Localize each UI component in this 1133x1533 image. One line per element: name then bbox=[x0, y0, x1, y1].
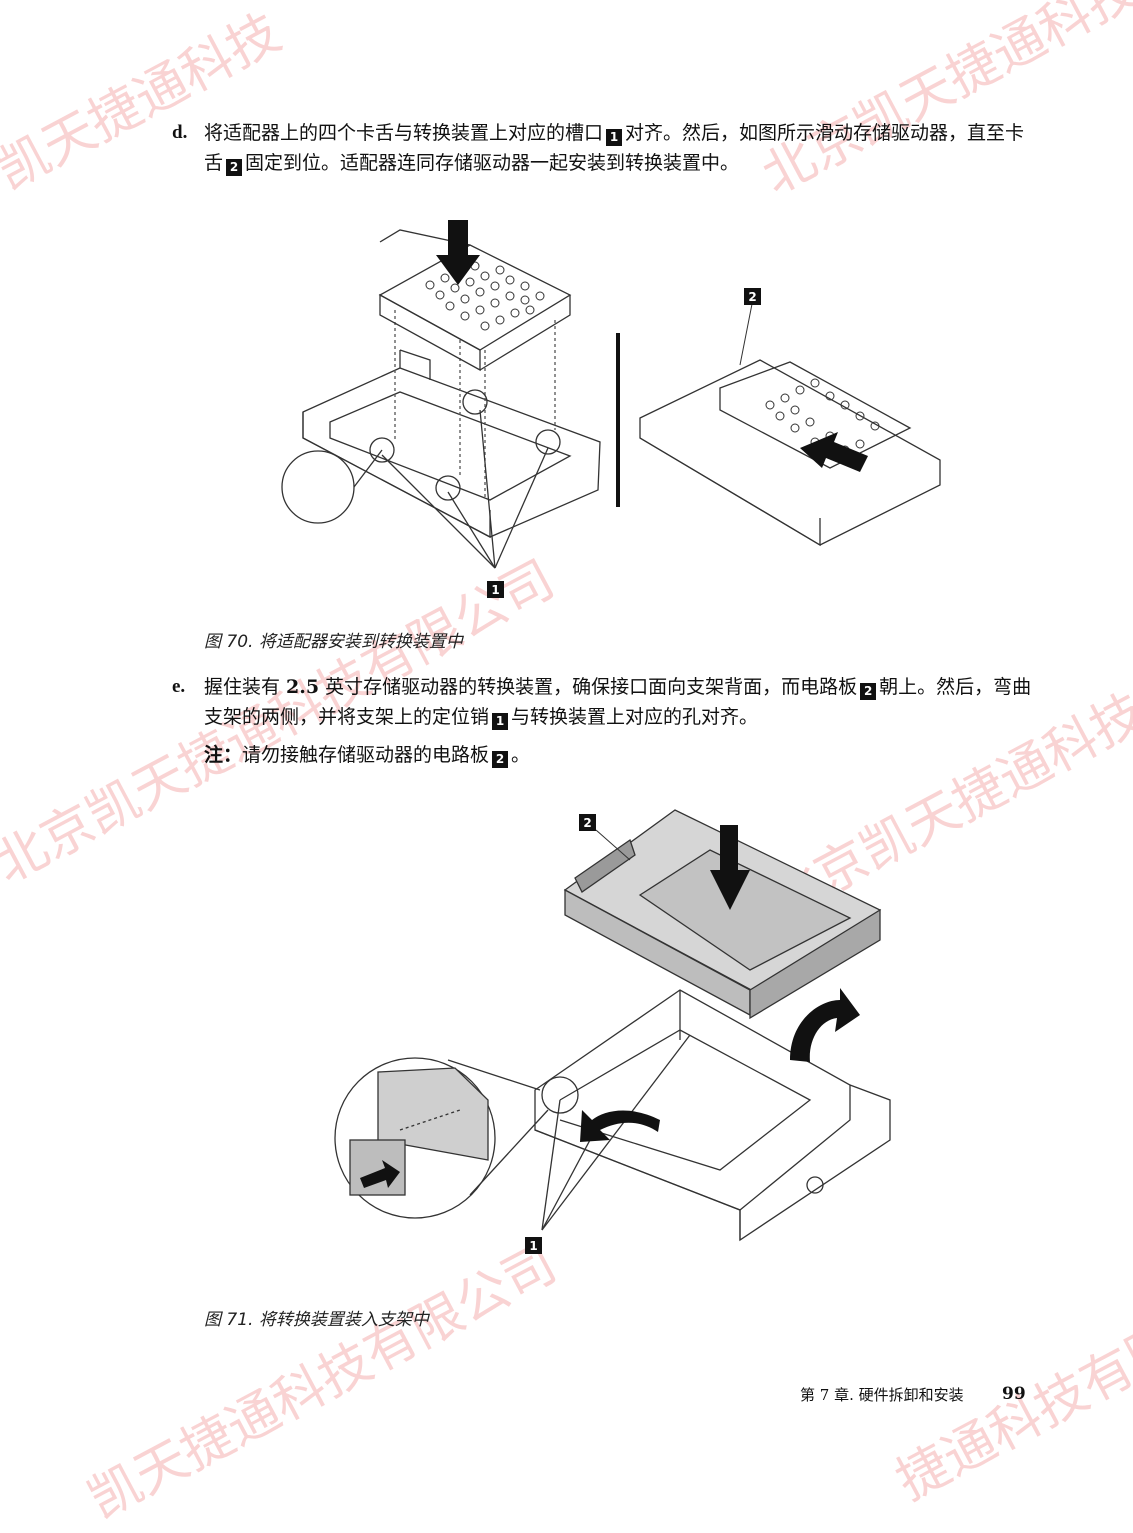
note-text: 请勿接触存储驱动器的电路板 bbox=[242, 744, 490, 766]
figure-caption: 图 71. 将转换装置装入支架中 bbox=[204, 1310, 429, 1330]
figure-70: 1 2 bbox=[281, 220, 941, 598]
callout-badge: 2 bbox=[492, 751, 509, 768]
text-bold: 2.5 bbox=[286, 676, 320, 698]
arrow-down-icon bbox=[436, 220, 480, 285]
callout-2: 2 bbox=[748, 290, 756, 304]
step-label: e. bbox=[172, 676, 186, 697]
text: 英寸存储驱动器的转换装置，确保接口面向支架背面，而电路板 bbox=[319, 676, 858, 698]
arrow-icon bbox=[360, 1160, 400, 1188]
callout-1: 1 bbox=[491, 583, 499, 597]
text: 朝上。然后，弯曲支架的两侧，并将支架上的定位销 bbox=[204, 676, 1032, 728]
note-label: 注： bbox=[204, 744, 243, 766]
callout-badge: 1 bbox=[492, 713, 509, 730]
zoom-detail bbox=[334, 1057, 579, 1219]
callout-2: 2 bbox=[583, 816, 591, 830]
bracket bbox=[534, 989, 891, 1242]
step-label: d. bbox=[172, 122, 188, 143]
arrow-down-icon bbox=[710, 825, 750, 910]
text: 对齐。然后，如图所示滑动存储驱动器，直至卡舌 bbox=[204, 122, 1025, 174]
footer-page-number: 99 bbox=[1002, 1384, 1026, 1404]
text: 握住装有 bbox=[204, 676, 287, 698]
text: 。 bbox=[511, 744, 531, 766]
adapter bbox=[378, 229, 572, 372]
curved-arrow-icon bbox=[790, 988, 860, 1062]
curved-arrow-icon bbox=[580, 1110, 660, 1142]
text: 固定到位。适配器连同存储驱动器一起安装到转换装置中。 bbox=[245, 152, 740, 174]
footer-chapter: 第 7 章. 硬件拆卸和安装 bbox=[800, 1386, 964, 1404]
callout-badge: 2 bbox=[226, 159, 243, 176]
watermark: 凯天捷通科技有限公司 bbox=[78, 1233, 567, 1531]
watermark: 捷通科技有限 bbox=[886, 1312, 1133, 1513]
text: 将适配器上的四个卡舌与转换装置上对应的槽口 bbox=[204, 122, 604, 144]
step-e: e. 握住装有 2.5 英寸存储驱动器的转换装置，确保接口面向支架背面，而电路板… bbox=[172, 672, 1042, 732]
text: 与转换装置上对应的孔对齐。 bbox=[511, 706, 759, 728]
converter-tray-right bbox=[639, 359, 941, 547]
figure-71: 2 1 bbox=[334, 809, 891, 1254]
callout-badge: 2 bbox=[860, 683, 877, 700]
figure-caption: 图 70. 将适配器安装到转换装置中 bbox=[204, 632, 463, 652]
converter-with-drive bbox=[563, 809, 882, 1020]
callout-1: 1 bbox=[529, 1239, 537, 1253]
converter-tray-left bbox=[302, 349, 601, 539]
arrow-left-icon bbox=[800, 432, 868, 472]
callout-badge: 1 bbox=[606, 129, 623, 146]
